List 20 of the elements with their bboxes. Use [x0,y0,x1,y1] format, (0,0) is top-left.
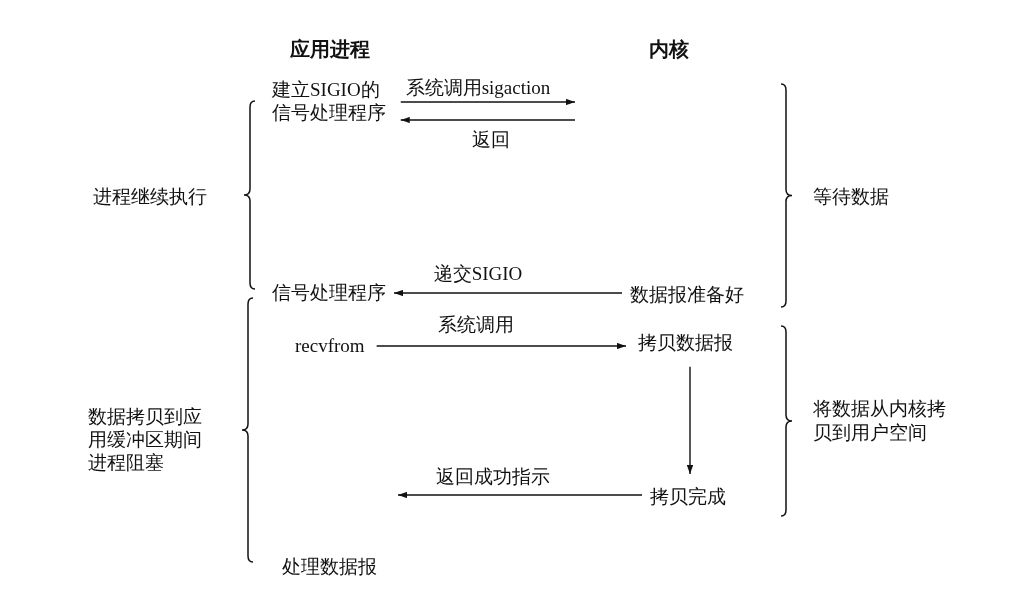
arrow [686,366,694,475]
step-text: 建立SIGIO的信号处理程序 [272,79,391,125]
brace-label: 数据拷贝到应用缓冲区期间进程阻塞 [88,406,203,475]
column-heading: 应用进程 [290,37,370,61]
brace-label: 进程继续执行 [93,186,207,209]
step-text: 拷贝完成 [650,486,726,509]
step-text: recvfrom [295,335,365,358]
step-text: 信号处理程序 [272,282,386,305]
arrow [400,98,576,106]
step-text: 处理数据报 [282,556,377,579]
edge-label: 返回成功指示 [433,465,553,489]
arrow [400,116,576,124]
arrow [375,342,627,350]
brace-label: 将数据从内核拷贝到用户空间 [813,397,947,446]
brace-label: 等待数据 [813,186,889,209]
step-text: 数据报准备好 [630,284,744,307]
arrow [397,491,643,499]
step-text: 拷贝数据报 [638,332,733,355]
column-heading: 内核 [649,37,689,61]
arrow [393,289,623,297]
